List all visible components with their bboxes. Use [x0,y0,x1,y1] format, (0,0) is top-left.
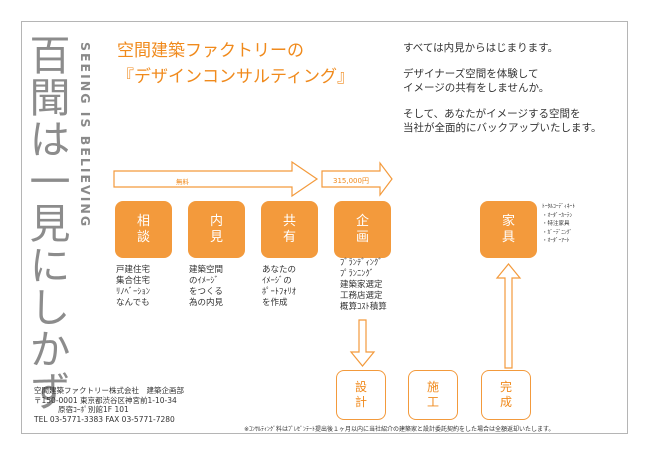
step-viewing-desc: 建築空間 のｲﾒｰｼﾞ をつくる 為の内見 [189,265,224,308]
intro-paragraph-2: デザイナーズ空間を体験して イメージの共有をしませんか。 [403,68,550,94]
step-share-box: 共有 [261,201,318,258]
price-arrow-icon [321,161,393,197]
step-consult-label: 相談 [136,213,150,245]
step-planning-desc: ﾌﾞﾗﾝﾃﾞｨﾝｸﾞ ﾌﾟﾗﾝﾆﾝｸﾞ 建築家選定 工務店選定 概算ｺｽﾄ積算 [340,258,387,312]
phase-design-box: 設計 [336,370,386,420]
step-planning-box: 企画 [334,201,391,258]
up-arrow-icon [495,263,522,369]
phase-construction-box: 施工 [408,370,458,420]
price-label: 315,000円 [333,177,369,185]
step-viewing-box: 内見 [188,201,245,258]
heading-line2: 『デザインコンサルティング』 [117,67,354,87]
vertical-title: 百聞は一見にしかず [22,34,70,412]
intro-text: すべては内見からはじまります。 デザイナーズ空間を体験して イメージの共有をしま… [403,41,601,147]
page-frame [21,21,628,434]
company-info: 空間建築ファクトリー株式会社 建築企画部 〒150-0001 東京都渋谷区神宮前… [34,386,184,424]
company-address: 〒150-0001 東京都渋谷区神宮前1-10-34 [34,395,177,405]
step-viewing-label: 内見 [209,213,223,245]
furniture-items: ﾄｰﾀﾙｺｰﾃﾞｨﾈｰﾄ ・ｵｰﾀﾞｰｶｰﾃﾝ ・特注家具 ・ｶﾞｰﾃﾞﾆﾝｸﾞ… [542,204,576,244]
phase-construction-label: 施工 [426,380,439,409]
intro-paragraph-1: すべては内見からはじまります。 [403,42,559,54]
phase-design-label: 設計 [354,380,367,409]
down-arrow-icon [349,319,376,367]
company-phone: TEL 03-5771-3383 FAX 03-5771-7280 [34,414,175,424]
intro-paragraph-3: そして、あなたがイメージする空間を 当社が全面的にバックアップいたします。 [403,108,602,134]
heading-line1: 空間建築ファクトリーの [117,41,304,61]
furniture-box: 家具 [480,201,537,258]
phase-completion-box: 完成 [481,370,531,420]
free-arrow-icon [113,160,319,198]
furniture-label: 家具 [501,213,515,245]
vertical-english-tagline: SEEING IS BELIEVING [78,42,93,229]
step-planning-label: 企画 [355,213,369,245]
phase-completion-label: 完成 [499,380,512,409]
step-share-desc: あなたの ｲﾒｰｼﾞの ﾎﾟｰﾄﾌｫﾘｵ を作成 [262,265,297,308]
company-name: 空間建築ファクトリー株式会社 建築企画部 [34,386,184,395]
step-share-label: 共有 [282,213,296,245]
company-building: 原宿ｺｰﾎﾟ別館1F 101 [58,405,129,414]
free-label: 無料 [176,178,189,186]
step-consult-box: 相談 [115,201,172,258]
footnote: ※ｺﾝｻﾙﾃｨﾝｸﾞ料はﾌﾟﾚｾﾞﾝﾃｰﾄ提出後１ヶ月以内に当社紹介の建築家と設… [244,426,555,433]
step-consult-desc: 戸建住宅 集合住宅 ﾘﾉﾍﾞｰｼｮﾝ なんでも [116,265,151,308]
